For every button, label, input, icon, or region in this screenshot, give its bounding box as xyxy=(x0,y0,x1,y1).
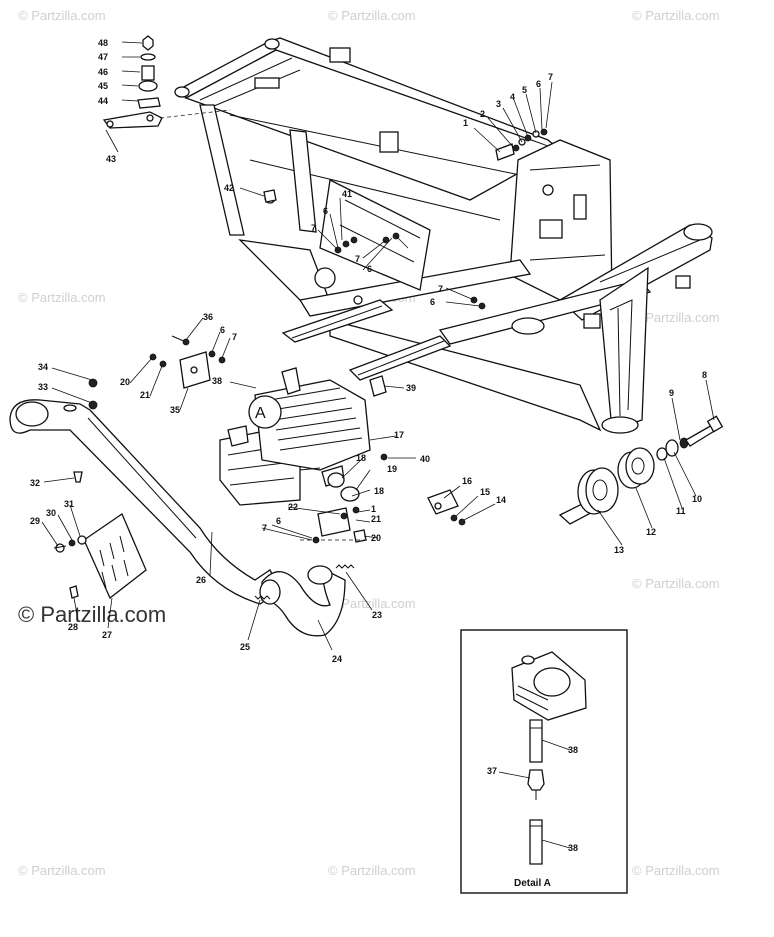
callout-46: 46 xyxy=(98,67,108,77)
callout-8: 8 xyxy=(702,370,707,380)
callout-29: 29 xyxy=(30,516,40,526)
axle-hub-assembly xyxy=(558,415,724,525)
engine-mount-stack xyxy=(102,35,231,129)
callout-17: 17 xyxy=(394,430,404,440)
callout-27: 27 xyxy=(102,630,112,640)
callout-5: 5 xyxy=(522,85,527,95)
callout-28: 28 xyxy=(68,622,78,632)
callout-6: 6 xyxy=(276,516,281,526)
callout-labels: 1 2 3 4 5 6 7 48 47 46 45 44 43 42 41 6 … xyxy=(30,38,707,853)
callout-18: 18 xyxy=(356,453,366,463)
watermark: © Partzilla.com xyxy=(18,863,106,878)
callout-9: 9 xyxy=(669,388,674,398)
callout-7: 7 xyxy=(311,223,316,233)
exhaust-system xyxy=(9,399,355,637)
watermark: © Partzilla.com xyxy=(328,8,416,23)
detail-a-title: Detail A xyxy=(514,878,551,889)
callout-25: 25 xyxy=(240,642,250,652)
callout-23: 23 xyxy=(372,610,382,620)
callout-7: 7 xyxy=(262,523,267,533)
callout-21: 21 xyxy=(371,514,381,524)
callout-7: 7 xyxy=(438,284,443,294)
watermark-group: © Partzilla.com © Partzilla.com © Partzi… xyxy=(18,8,720,878)
callout-40: 40 xyxy=(420,454,430,464)
watermark: © Partzilla.com xyxy=(632,863,720,878)
fasteners-left xyxy=(53,378,98,599)
callout-18: 18 xyxy=(374,486,384,496)
callout-6: 6 xyxy=(367,264,372,274)
callout-42: 42 xyxy=(224,183,234,193)
frame xyxy=(174,37,713,434)
callout-10: 10 xyxy=(692,494,702,504)
part-18 xyxy=(327,472,345,488)
detail-a-box: Detail A xyxy=(460,629,628,894)
callout-26: 26 xyxy=(196,575,206,585)
callout-4: 4 xyxy=(510,92,515,102)
engine: A xyxy=(219,367,371,506)
callout-41: 41 xyxy=(342,189,352,199)
callout-43: 43 xyxy=(106,154,116,164)
callout-38: 38 xyxy=(212,376,222,386)
callout-6: 6 xyxy=(536,79,541,89)
leader-lines xyxy=(41,41,715,849)
callout-2: 2 xyxy=(480,109,485,119)
callout-19: 19 xyxy=(387,464,397,474)
callout-21: 21 xyxy=(140,390,150,400)
watermark: © Partzilla.com xyxy=(632,310,720,325)
callout-48: 48 xyxy=(98,38,108,48)
callout-35: 35 xyxy=(170,405,180,415)
callout-6: 6 xyxy=(323,206,328,216)
watermark: © Partzilla.com xyxy=(328,596,416,611)
callout-11: 11 xyxy=(676,506,686,516)
callout-33: 33 xyxy=(38,382,48,392)
watermark: © Partzilla.com xyxy=(632,576,720,591)
part-39 xyxy=(369,375,387,397)
watermark: © Partzilla.com xyxy=(18,8,106,23)
callout-39: 39 xyxy=(406,383,416,393)
callout-38: 38 xyxy=(568,843,578,853)
callout-7: 7 xyxy=(355,254,360,264)
callout-30: 30 xyxy=(46,508,56,518)
callout-44: 44 xyxy=(98,96,108,106)
callout-12: 12 xyxy=(646,527,656,537)
callout-47: 47 xyxy=(98,52,108,62)
callout-20: 20 xyxy=(120,377,130,387)
callout-13: 13 xyxy=(614,545,624,555)
watermark: © Partzilla.com xyxy=(632,8,720,23)
callout-20: 20 xyxy=(371,533,381,543)
callout-3: 3 xyxy=(496,99,501,109)
callout-31: 31 xyxy=(64,499,74,509)
callout-24: 24 xyxy=(332,654,342,664)
watermark: © Partzilla.com xyxy=(328,863,416,878)
callout-32: 32 xyxy=(30,478,40,488)
callout-34: 34 xyxy=(38,362,48,372)
callout-22: 22 xyxy=(288,502,298,512)
callout-36: 36 xyxy=(203,312,213,322)
callout-14: 14 xyxy=(496,495,506,505)
callout-7: 7 xyxy=(232,332,237,342)
watermark-large: © Partzilla.com xyxy=(18,602,166,627)
callout-6: 6 xyxy=(220,325,225,335)
callout-38: 38 xyxy=(568,745,578,755)
callout-15: 15 xyxy=(480,487,490,497)
callout-1: 1 xyxy=(463,118,468,128)
callout-37: 37 xyxy=(487,766,497,776)
callout-6: 6 xyxy=(430,297,435,307)
watermark: © Partzilla.com xyxy=(18,290,106,305)
callout-45: 45 xyxy=(98,81,108,91)
bracket-16 xyxy=(427,489,466,526)
bracket-22 xyxy=(300,506,370,544)
detail-a-marker: A xyxy=(255,405,266,422)
callout-16: 16 xyxy=(462,476,472,486)
callout-7: 7 xyxy=(548,72,553,82)
callout-1: 1 xyxy=(371,504,376,514)
